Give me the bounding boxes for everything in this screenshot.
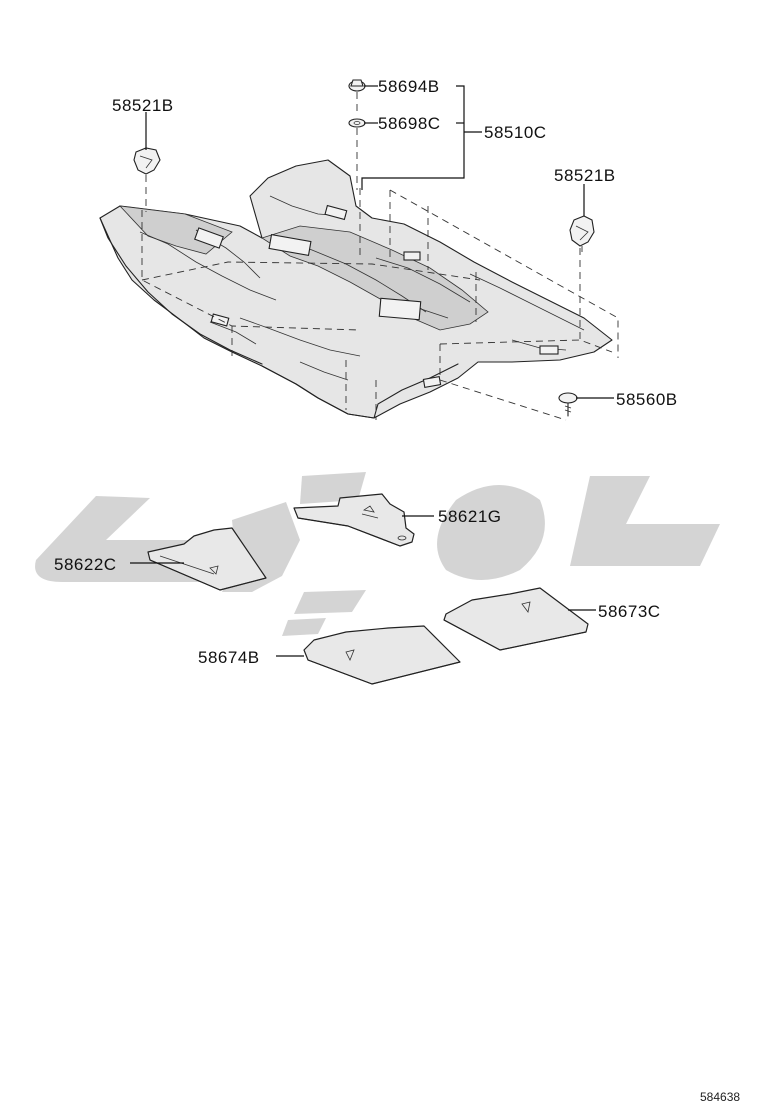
mat-58621g bbox=[293, 493, 415, 547]
clip-58521b-right-icon bbox=[569, 215, 595, 252]
diagram-id: 584638 bbox=[700, 1090, 740, 1104]
label-58510c[interactable]: 58510C bbox=[484, 123, 547, 142]
floor-carpet-assembly bbox=[99, 159, 613, 419]
label-58622c[interactable]: 58622C bbox=[54, 555, 117, 574]
fastener-58698c bbox=[348, 118, 366, 190]
mat-58673c bbox=[443, 587, 589, 651]
label-58698c[interactable]: 58698C bbox=[378, 114, 441, 133]
label-58674b[interactable]: 58674B bbox=[198, 648, 260, 667]
leader-lines bbox=[130, 85, 614, 657]
mat-58674b bbox=[303, 625, 461, 685]
label-58621g[interactable]: 58621G bbox=[438, 507, 502, 526]
mat-58622c bbox=[147, 527, 267, 591]
label-58560b[interactable]: 58560B bbox=[616, 390, 678, 409]
label-58521b-left[interactable]: 58521B bbox=[112, 96, 174, 115]
label-58694b[interactable]: 58694B bbox=[378, 77, 440, 96]
label-58673c[interactable]: 58673C bbox=[598, 602, 661, 621]
label-58521b-right[interactable]: 58521B bbox=[554, 166, 616, 185]
fastener-58560b-icon bbox=[558, 392, 578, 417]
fastener-58694b bbox=[348, 79, 366, 114]
clip-58521b-left-icon bbox=[133, 147, 161, 212]
assembly-dashed-lines bbox=[141, 188, 619, 421]
